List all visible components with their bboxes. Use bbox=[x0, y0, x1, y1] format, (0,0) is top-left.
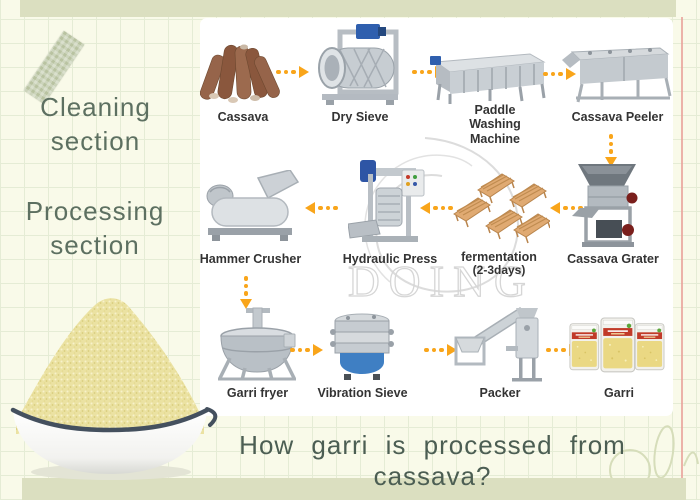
doing-watermark: DOING bbox=[330, 130, 550, 307]
processing-section-label: Processing section bbox=[10, 194, 180, 262]
flow-step-label: Vibration Sieve bbox=[317, 386, 408, 400]
flow-step-label: Cassava bbox=[217, 110, 269, 124]
label-line2: Washing Machine bbox=[469, 117, 521, 146]
arrow-right-icon bbox=[543, 68, 576, 80]
arrow-left-icon bbox=[420, 202, 453, 214]
fermentation-sublabel: (2-3days) bbox=[472, 263, 526, 278]
arrow-down-icon bbox=[605, 134, 617, 167]
processing-line2: section bbox=[50, 230, 140, 260]
cassava-roots-icon bbox=[200, 38, 284, 106]
garri-bowl-image bbox=[6, 282, 220, 482]
flow-step-label: Garri bbox=[604, 386, 634, 400]
cassava-peeler-icon bbox=[562, 40, 672, 106]
bottom-olive-band bbox=[22, 478, 686, 500]
flow-step-label: Paddle Washing Machine bbox=[443, 103, 547, 146]
dry-sieve-icon bbox=[310, 22, 410, 108]
packer-icon bbox=[452, 302, 548, 382]
cleaning-line1: Cleaning bbox=[40, 92, 151, 122]
cassava-grater-icon bbox=[570, 160, 656, 252]
garri-bags-icon bbox=[568, 316, 670, 378]
flow-step-label: Packer bbox=[479, 386, 521, 400]
flow-step-label: Hammer Crusher bbox=[199, 252, 302, 266]
flow-step-label: Cassava Peeler bbox=[571, 110, 664, 124]
flow-step-label: Cassava Grater bbox=[567, 252, 659, 266]
fermentation-racks-icon bbox=[448, 172, 550, 248]
arrow-right-icon bbox=[290, 344, 323, 356]
garri-fryer-icon bbox=[212, 306, 302, 382]
hammer-crusher-icon bbox=[200, 170, 300, 248]
hydraulic-press-icon bbox=[348, 158, 432, 250]
watermark-text: DOING bbox=[348, 257, 535, 305]
flow-step-label: Hydraulic Press bbox=[342, 252, 438, 266]
top-olive-band bbox=[20, 0, 676, 17]
cleaning-section-label: Cleaning section bbox=[18, 90, 173, 158]
paddle-washing-machine-icon bbox=[430, 44, 548, 106]
processing-line1: Processing bbox=[25, 196, 165, 226]
arrow-down-icon bbox=[240, 276, 252, 309]
arrow-left-icon bbox=[305, 202, 338, 214]
vibration-sieve-icon bbox=[324, 310, 400, 382]
fermentation-label: fermentation bbox=[461, 250, 537, 264]
flow-step-label: Garri fryer bbox=[226, 386, 289, 400]
flow-step-label: fermentation (2-3days) bbox=[443, 250, 555, 278]
label-line1: Paddle bbox=[474, 103, 516, 117]
cleaning-line2: section bbox=[50, 126, 141, 156]
red-margin-line bbox=[681, 17, 683, 478]
question-text: How garri is processed from cassava? bbox=[239, 430, 626, 491]
arrow-right-icon bbox=[424, 344, 457, 356]
arrow-right-icon bbox=[276, 66, 309, 78]
flow-step-label: Dry Sieve bbox=[331, 110, 389, 124]
